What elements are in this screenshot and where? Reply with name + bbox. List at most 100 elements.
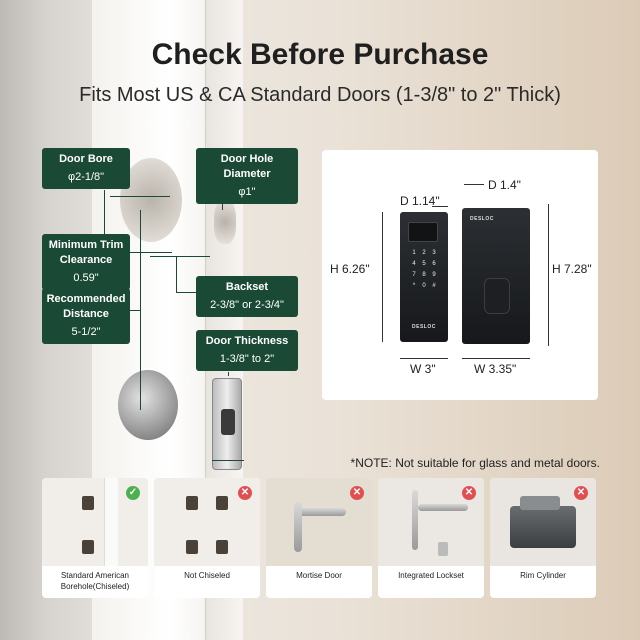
label-recommended-distance: Recommended Distance 5-1/2" <box>42 288 130 344</box>
dim-line <box>432 206 448 207</box>
dim-line <box>462 358 530 359</box>
door-type-card: ✕ Not Chiseled <box>154 478 260 598</box>
key: 7 <box>412 272 416 278</box>
key: 8 <box>422 272 426 278</box>
dim-line <box>382 212 383 342</box>
door-edge-strip <box>104 478 118 566</box>
door-type-label: Rim Cylinder <box>520 571 566 580</box>
leader-line <box>176 292 196 293</box>
bore-hole <box>82 496 94 510</box>
leader-line <box>150 256 210 257</box>
door-type-card: ✓ Standard American Borehole(Chiseled) <box>42 478 148 598</box>
door-type-image <box>490 478 596 566</box>
dim-line <box>548 204 549 346</box>
cross-icon: ✕ <box>238 486 252 500</box>
dim-front-depth: D 1.14" <box>400 194 440 208</box>
dim-line <box>400 358 448 359</box>
bore-hole <box>186 540 198 554</box>
bore-hole <box>216 540 228 554</box>
door-type-label: Standard American Borehole(Chiseled) <box>60 571 130 591</box>
leader-line <box>110 196 170 197</box>
latch-plate <box>212 378 242 470</box>
key: 6 <box>432 261 436 267</box>
label-value: φ1" <box>238 186 256 198</box>
leader-line <box>130 310 140 311</box>
leader-line <box>140 210 141 410</box>
label-door-bore: Door Bore φ2-1/8" <box>42 148 130 189</box>
key: # <box>432 283 436 289</box>
label-value: 1-3/8" to 2" <box>219 353 275 365</box>
leader-line <box>104 190 105 236</box>
leader-line <box>222 198 223 210</box>
door-type-label: Mortise Door <box>296 571 342 580</box>
compatibility-note: *NOTE: Not suitable for glass and metal … <box>350 456 600 470</box>
key: 2 <box>422 250 426 256</box>
label-value: φ2-1/8" <box>67 171 105 183</box>
latch-bolt <box>221 409 235 435</box>
label-value: 0.59" <box>73 272 99 284</box>
dim-front-width: W 3" <box>410 362 436 376</box>
key: 1 <box>412 250 416 256</box>
door-type-label: Not Chiseled <box>184 571 230 580</box>
label-title: Minimum Trim Clearance <box>48 239 124 266</box>
door-type-label: Integrated Lockset <box>398 571 464 580</box>
rim-lock-bolt <box>520 496 560 510</box>
dimension-panel: 1 2 3 4 5 6 7 8 9 * 0 # DESLOC DESLOC D … <box>322 150 598 400</box>
rim-lock-body <box>510 506 576 548</box>
bore-hole <box>216 496 228 510</box>
door-bore-hole <box>120 158 182 242</box>
check-icon: ✓ <box>126 486 140 500</box>
label-trim-clearance: Minimum Trim Clearance 0.59" <box>42 234 130 290</box>
key: 0 <box>422 283 426 289</box>
leader-line <box>130 252 172 253</box>
label-door-thickness: Door Thickness 1-3/8" to 2" <box>196 330 298 371</box>
key: 3 <box>432 250 436 256</box>
brand-logo: DESLOC <box>470 216 494 222</box>
label-title: Recommended Distance <box>46 293 126 320</box>
cross-icon: ✕ <box>462 486 476 500</box>
keypad-front: 1 2 3 4 5 6 7 8 9 * 0 # DESLOC <box>400 212 448 342</box>
door-edge-hole <box>214 200 236 244</box>
door-type-card: ✕ Integrated Lockset <box>378 478 484 598</box>
cross-icon: ✕ <box>574 486 588 500</box>
label-door-hole-diameter: Door Hole Diameter φ1" <box>196 148 298 204</box>
keypad-keys: 1 2 3 4 5 6 7 8 9 * 0 # <box>410 250 438 289</box>
interior-unit: DESLOC <box>462 208 530 344</box>
keypad-screen <box>408 222 438 242</box>
door-slot <box>438 542 448 556</box>
page-subtitle: Fits Most US & CA Standard Doors (1-3/8"… <box>79 84 561 106</box>
key: 9 <box>432 272 436 278</box>
dim-back-width: W 3.35" <box>474 362 517 376</box>
leader-line <box>176 256 177 292</box>
brand-logo: DESLOC <box>412 324 436 330</box>
cross-icon: ✕ <box>350 486 364 500</box>
key: 5 <box>422 261 426 267</box>
dim-back-height: H 7.28" <box>552 262 592 276</box>
bore-hole <box>82 540 94 554</box>
door-type-card: ✕ Mortise Door <box>266 478 372 598</box>
page-title: Check Before Purchase <box>151 38 489 71</box>
label-title: Backset <box>225 281 269 293</box>
key: * <box>412 283 416 289</box>
label-title: Door Bore <box>59 153 113 165</box>
leader-line <box>212 460 244 461</box>
dim-back-depth: D 1.4" <box>488 178 521 192</box>
leader-line <box>228 372 229 376</box>
lever-handle <box>296 508 346 516</box>
lockset-plate <box>412 490 418 550</box>
door-type-card: ✕ Rim Cylinder <box>490 478 596 598</box>
label-title: Door Hole Diameter <box>220 153 274 180</box>
mortise-plate <box>294 502 302 552</box>
door-type-image <box>266 478 372 566</box>
label-value: 2-3/8" or 2-3/4" <box>210 299 284 311</box>
deadbolt-rosette <box>118 370 178 440</box>
label-title: Door Thickness <box>205 335 289 347</box>
thumb-turn <box>484 278 510 314</box>
label-value: 5-1/2" <box>71 326 101 338</box>
lever-handle <box>418 504 468 511</box>
dim-front-height: H 6.26" <box>330 262 370 276</box>
key: 4 <box>412 261 416 267</box>
label-backset: Backset 2-3/8" or 2-3/4" <box>196 276 298 317</box>
dim-line <box>464 184 484 185</box>
bore-hole <box>186 496 198 510</box>
